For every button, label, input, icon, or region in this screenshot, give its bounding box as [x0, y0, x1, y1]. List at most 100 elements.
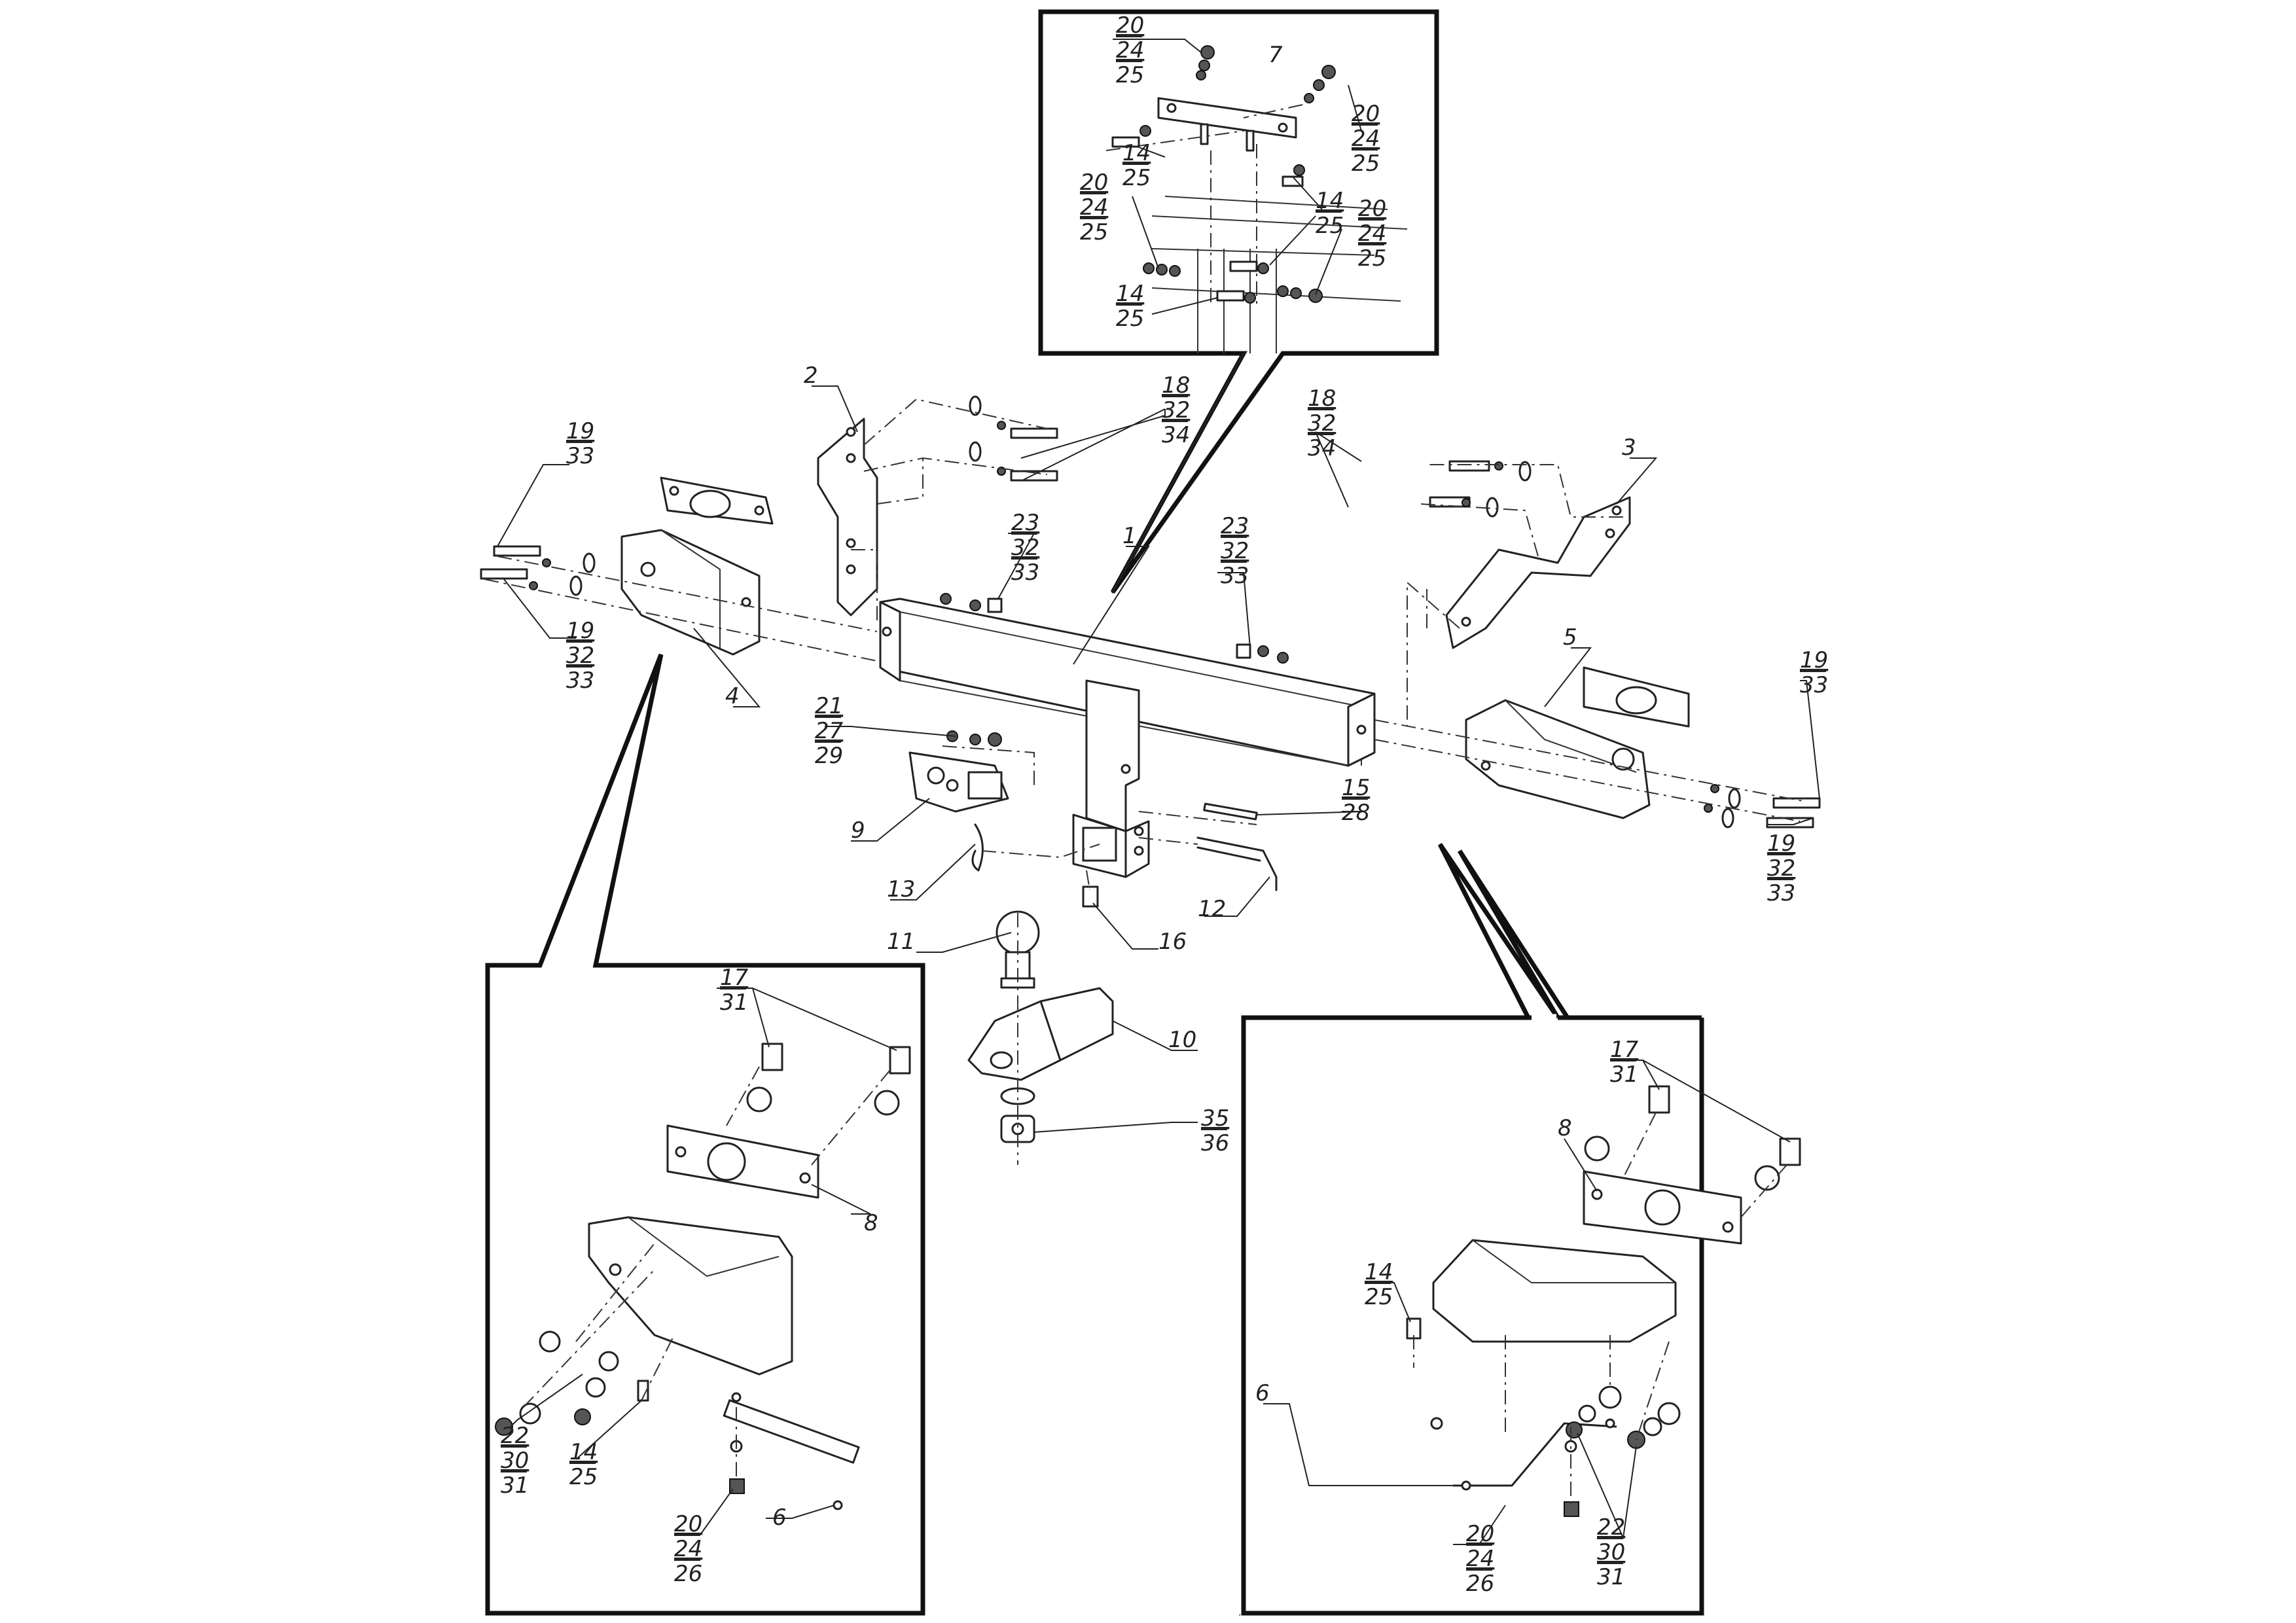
label-t14b-0: 14	[1316, 188, 1344, 214]
label-s19rbot-2: 33	[1767, 880, 1795, 906]
label-l20-2: 26	[674, 1561, 702, 1587]
label-s19ltop-0: 19	[566, 418, 594, 444]
label-t20c-0: 20	[1080, 169, 1108, 196]
label-s23l-2: 33	[1011, 560, 1039, 586]
label-s19lbot-0: 19	[566, 618, 594, 644]
label-l20-0: 20	[674, 1511, 702, 1537]
label-l20-1: 24	[674, 1536, 702, 1562]
label-s19rbot-1: 32	[1767, 855, 1795, 882]
label-s19rtop-1: 33	[1800, 672, 1828, 698]
left-mount-bracket	[620, 529, 761, 656]
detail-view-top	[1038, 9, 1439, 594]
label-p8b-0: 8	[1558, 1115, 1572, 1141]
label-t14a-1: 25	[1122, 165, 1151, 191]
label-s21-2: 29	[815, 743, 843, 769]
label-p10-0: 10	[1168, 1027, 1196, 1053]
label-l14-0: 14	[569, 1439, 598, 1465]
grease-fitting	[1082, 885, 1099, 908]
label-s18r-0: 18	[1308, 385, 1336, 412]
label-s19lbot-2: 33	[566, 668, 594, 694]
label-s18l-1: 32	[1162, 397, 1190, 423]
label-l17-1: 31	[720, 990, 748, 1016]
label-r17-1: 31	[1610, 1061, 1638, 1088]
ball-mount	[967, 987, 1114, 1081]
label-r22-0: 22	[1597, 1514, 1625, 1541]
label-s18l-2: 34	[1162, 422, 1190, 448]
label-t20b-2: 25	[1352, 151, 1380, 177]
label-s19rbot-0: 19	[1767, 830, 1795, 857]
label-t20a-1: 24	[1116, 37, 1144, 63]
label-t14b-1: 25	[1316, 213, 1344, 239]
label-s18r-1: 32	[1308, 410, 1336, 437]
fasteners-main	[480, 395, 1821, 829]
label-s23l-0: 23	[1011, 510, 1039, 536]
label-s23r-1: 32	[1221, 538, 1249, 564]
label-s23l-1: 32	[1011, 535, 1039, 561]
label-p8a-0: 8	[864, 1210, 878, 1236]
label-l17-0: 17	[720, 965, 749, 991]
label-p13-0: 13	[887, 876, 915, 902]
label-t20d-1: 24	[1358, 221, 1386, 247]
label-s18l-0: 18	[1162, 372, 1190, 399]
r-clip	[971, 823, 984, 872]
label-s21-0: 21	[815, 693, 843, 719]
label-t20c-2: 25	[1080, 219, 1108, 245]
label-t14c-0: 14	[1116, 281, 1144, 307]
label-r20-2: 26	[1466, 1571, 1494, 1597]
label-t20c-1: 24	[1080, 194, 1108, 221]
top-detail-leaders	[1113, 39, 1362, 315]
label-l14-1: 25	[569, 1464, 598, 1490]
leaders-main	[497, 385, 1820, 1133]
label-t20a-0: 20	[1116, 12, 1144, 39]
label-t14c-1: 25	[1116, 306, 1144, 332]
label-p9-0: 9	[851, 817, 865, 844]
label-p11-0: 11	[887, 929, 915, 955]
label-r14-0: 14	[1365, 1259, 1393, 1285]
label-s15-1: 28	[1342, 800, 1370, 826]
label-p1-0: 1	[1122, 523, 1137, 549]
label-t20d-0: 20	[1358, 196, 1386, 222]
label-t20b-1: 24	[1352, 126, 1380, 152]
label-s19ltop-1: 33	[566, 443, 594, 469]
right-callout-wedge	[1437, 843, 1560, 1020]
right-side-bracket	[1445, 496, 1631, 649]
label-r22-1: 30	[1597, 1539, 1625, 1565]
left-plate	[660, 476, 774, 525]
label-l22-1: 30	[501, 1448, 529, 1474]
label-p6b-0: 6	[1255, 1380, 1270, 1406]
pin-bolt	[1203, 802, 1258, 821]
label-r17-0: 17	[1610, 1037, 1639, 1063]
label-t14a-0: 14	[1122, 140, 1151, 166]
label-s15-0: 15	[1342, 775, 1370, 801]
label-s23r-0: 23	[1221, 513, 1249, 539]
label-p2-0: 2	[804, 363, 818, 389]
part-labels: 1234566788910111213161832341832341933193…	[501, 12, 1828, 1597]
label-t20d-2: 25	[1358, 245, 1386, 272]
label-p4-0: 4	[725, 683, 740, 709]
label-s23r-2: 33	[1221, 563, 1249, 589]
label-p6a-0: 6	[772, 1505, 787, 1531]
label-r20-1: 24	[1466, 1546, 1494, 1572]
label-r14-1: 25	[1365, 1284, 1393, 1310]
label-s19lbot-1: 32	[566, 643, 594, 669]
label-s35-1: 36	[1201, 1130, 1229, 1156]
right-plate	[1583, 666, 1690, 728]
right-mount-bracket	[1465, 699, 1651, 819]
label-l22-2: 31	[501, 1472, 529, 1499]
label-p7-0: 7	[1268, 42, 1283, 68]
left-side-bracket	[817, 418, 878, 616]
label-p12-0: 12	[1198, 896, 1226, 922]
hitch-pin	[1196, 836, 1278, 891]
label-s21-1: 27	[815, 718, 844, 744]
top-detail-parts	[1105, 45, 1408, 353]
label-r22-2: 31	[1597, 1564, 1625, 1590]
label-s19rtop-0: 19	[1800, 647, 1828, 673]
right-detail-parts	[1406, 1085, 1801, 1517]
label-s18r-2: 34	[1308, 435, 1336, 461]
left-detail-parts	[495, 1043, 911, 1510]
left-detail-centerlines	[523, 1066, 891, 1479]
label-r20-0: 20	[1466, 1521, 1494, 1547]
right-detail-centerlines	[1413, 1112, 1787, 1505]
receiver-stem	[1072, 679, 1150, 878]
